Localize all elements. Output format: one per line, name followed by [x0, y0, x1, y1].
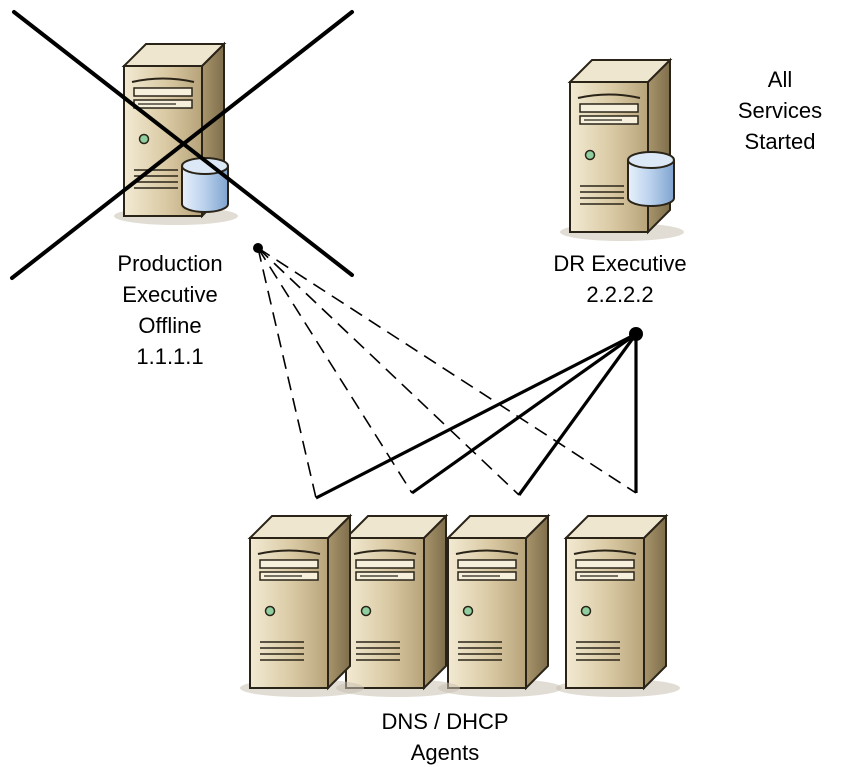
agent-server-icon	[239, 515, 365, 698]
active-links	[315, 332, 638, 500]
production-label-line: Production	[117, 251, 223, 276]
agents-label-line: DNS / DHCP	[381, 709, 509, 734]
production-label-line: Executive	[122, 282, 218, 307]
agents-label: DNS / DHCP Agents	[365, 706, 525, 767]
status-label-line: Services	[737, 98, 823, 123]
offline-links	[257, 247, 637, 499]
dr-link-node	[629, 327, 643, 341]
agent-server-icon	[437, 515, 563, 698]
production-label-line: 1.1.1.1	[136, 344, 204, 369]
production-executive-label: Production Executive Offline 1.1.1.1	[95, 248, 245, 372]
status-label-line: All	[767, 67, 793, 92]
production-server-icon	[113, 43, 239, 226]
dr-server-icon	[559, 59, 685, 242]
offline-cross-icon	[10, 10, 354, 280]
agent-server-icon	[335, 515, 461, 698]
status-label-line: Started	[744, 129, 816, 154]
dr-label-line: DR Executive	[553, 251, 687, 276]
production-link-node	[253, 243, 263, 253]
agents-label-line: Agents	[410, 740, 480, 765]
dr-label-line: 2.2.2.2	[586, 282, 654, 307]
services-status-label: All Services Started	[720, 64, 840, 157]
dr-executive-label: DR Executive 2.2.2.2	[535, 248, 705, 310]
agent-server-icon	[555, 515, 681, 698]
production-label-line: Offline	[138, 313, 202, 338]
